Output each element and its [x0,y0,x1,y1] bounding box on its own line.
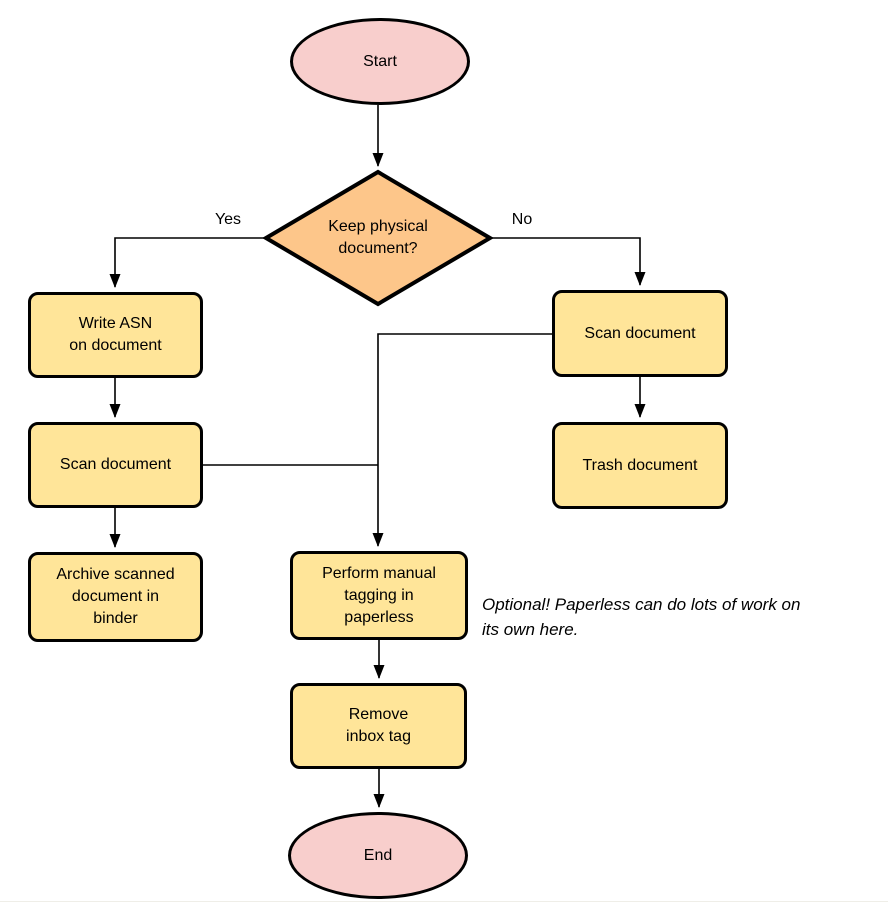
decision-diamond-shape [262,169,494,307]
node-decision-label: Keep physical document? [328,218,428,257]
edge-decision-scan-right [491,237,646,286]
edge-label-no: No [511,211,533,228]
annotation-optional-note: Optional! Paperless can do lots of work … [482,595,801,639]
node-remove-inbox-tag: Remove inbox tag [290,683,467,769]
edge-decision-write-asn [109,237,265,288]
node-scan-document-right: Scan document [552,290,728,377]
node-end: End [288,812,468,899]
node-manual-tagging: Perform manual tagging in paperless [290,551,468,640]
node-scan-document-left: Scan document [28,422,203,508]
node-write-asn: Write ASN on document [28,292,203,378]
node-start: Start [290,18,470,105]
node-trash-document: Trash document [552,422,728,509]
node-archive-binder: Archive scanned document in binder [28,552,203,642]
bottom-divider [0,901,888,902]
edge-scan-right-tagging [372,333,552,547]
edge-label-yes: Yes [214,211,242,228]
